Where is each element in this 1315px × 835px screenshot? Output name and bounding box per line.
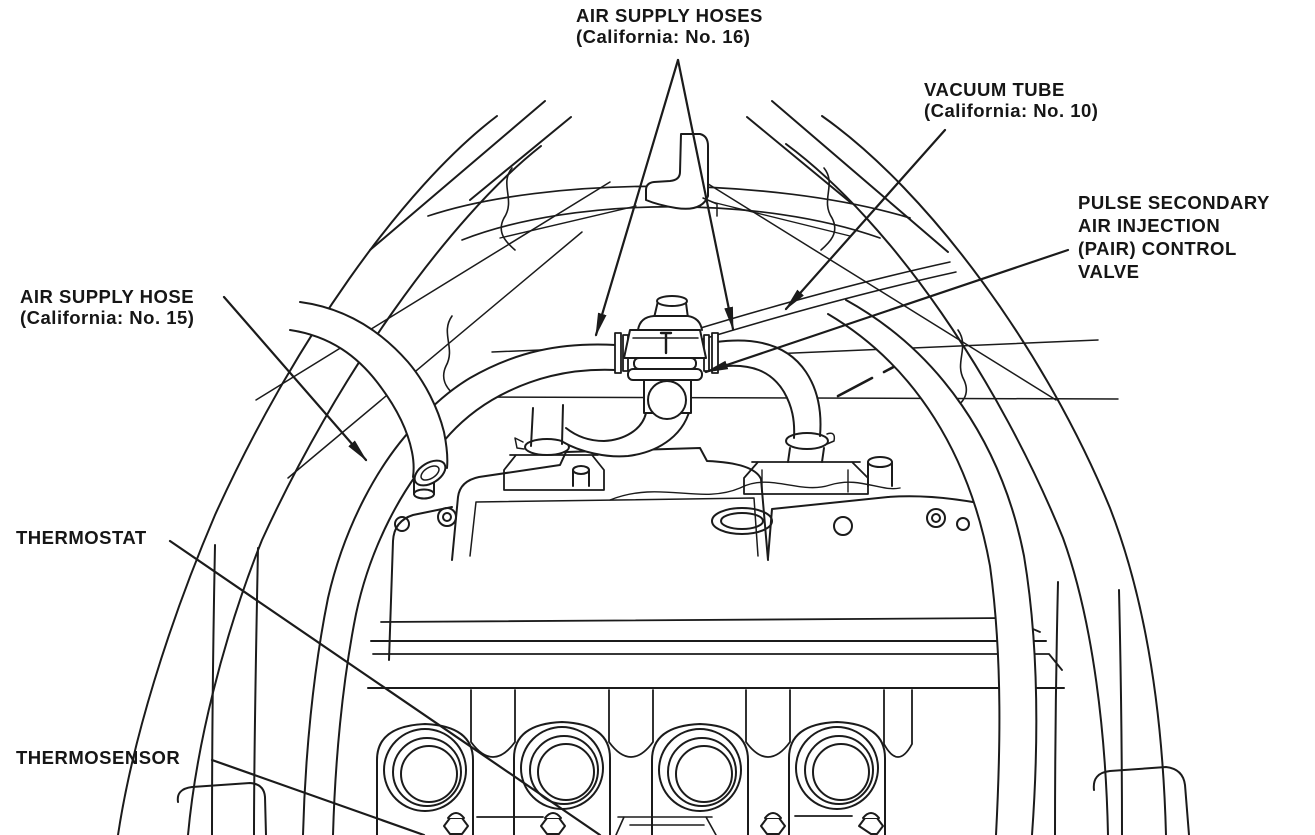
- label-line: (California: No. 16): [576, 26, 751, 47]
- vacuum-tube-lines: [693, 261, 957, 341]
- leader-pair-control-valve: [704, 248, 1070, 374]
- cable-guide-left: [500, 167, 516, 251]
- label-line: AIR SUPPLY HOSES: [576, 5, 763, 26]
- callout-leaders: [168, 58, 1070, 835]
- leader-air-supply-hose: [222, 295, 368, 462]
- label-line: AIR SUPPLY HOSE: [20, 286, 195, 307]
- leader-air-supply-hoses-left: [594, 58, 680, 337]
- intake-funnels: [376, 689, 913, 835]
- steering-bracket: [442, 133, 968, 411]
- label-line: VALVE: [1078, 261, 1140, 282]
- head-bolts: [443, 812, 884, 835]
- pair-control-valve: [562, 295, 719, 458]
- label-thermostat: THERMOSTAT: [16, 527, 147, 548]
- leader-thermostat: [168, 539, 602, 835]
- leader-air-supply-hoses-right: [676, 58, 735, 331]
- label-line: THERMOSENSOR: [16, 747, 181, 768]
- label-line: (California: No. 15): [20, 307, 195, 328]
- leader-vacuum-tube: [784, 128, 947, 311]
- right-hose-body: [828, 300, 1037, 835]
- hose-15-body: [303, 420, 440, 835]
- label-vacuum-tube: VACUUM TUBE (California: No. 10): [924, 79, 1098, 121]
- leader-thermosensor: [210, 758, 426, 835]
- valve-screw-slot: [659, 331, 673, 355]
- label-line: PULSE SECONDARY: [1078, 192, 1270, 213]
- label-line: VACUUM TUBE: [924, 79, 1065, 100]
- label-air-supply-hoses: AIR SUPPLY HOSES (California: No. 16): [576, 5, 763, 47]
- label-line: (PAIR) CONTROL: [1078, 238, 1237, 259]
- air-supply-hoses: [289, 261, 1038, 835]
- label-line: (California: No. 10): [924, 100, 1099, 121]
- label-line: THERMOSTAT: [16, 527, 147, 548]
- label-thermosensor: THERMOSENSOR: [16, 747, 180, 768]
- label-line: AIR INJECTION: [1078, 215, 1221, 236]
- label-pair-control-valve: PULSE SECONDARY AIR INJECTION (PAIR) CON…: [1078, 191, 1270, 283]
- label-air-supply-hose: AIR SUPPLY HOSE (California: No. 15): [20, 286, 194, 328]
- cable-guide-right: [820, 167, 836, 251]
- open-hose-stub: [289, 301, 449, 487]
